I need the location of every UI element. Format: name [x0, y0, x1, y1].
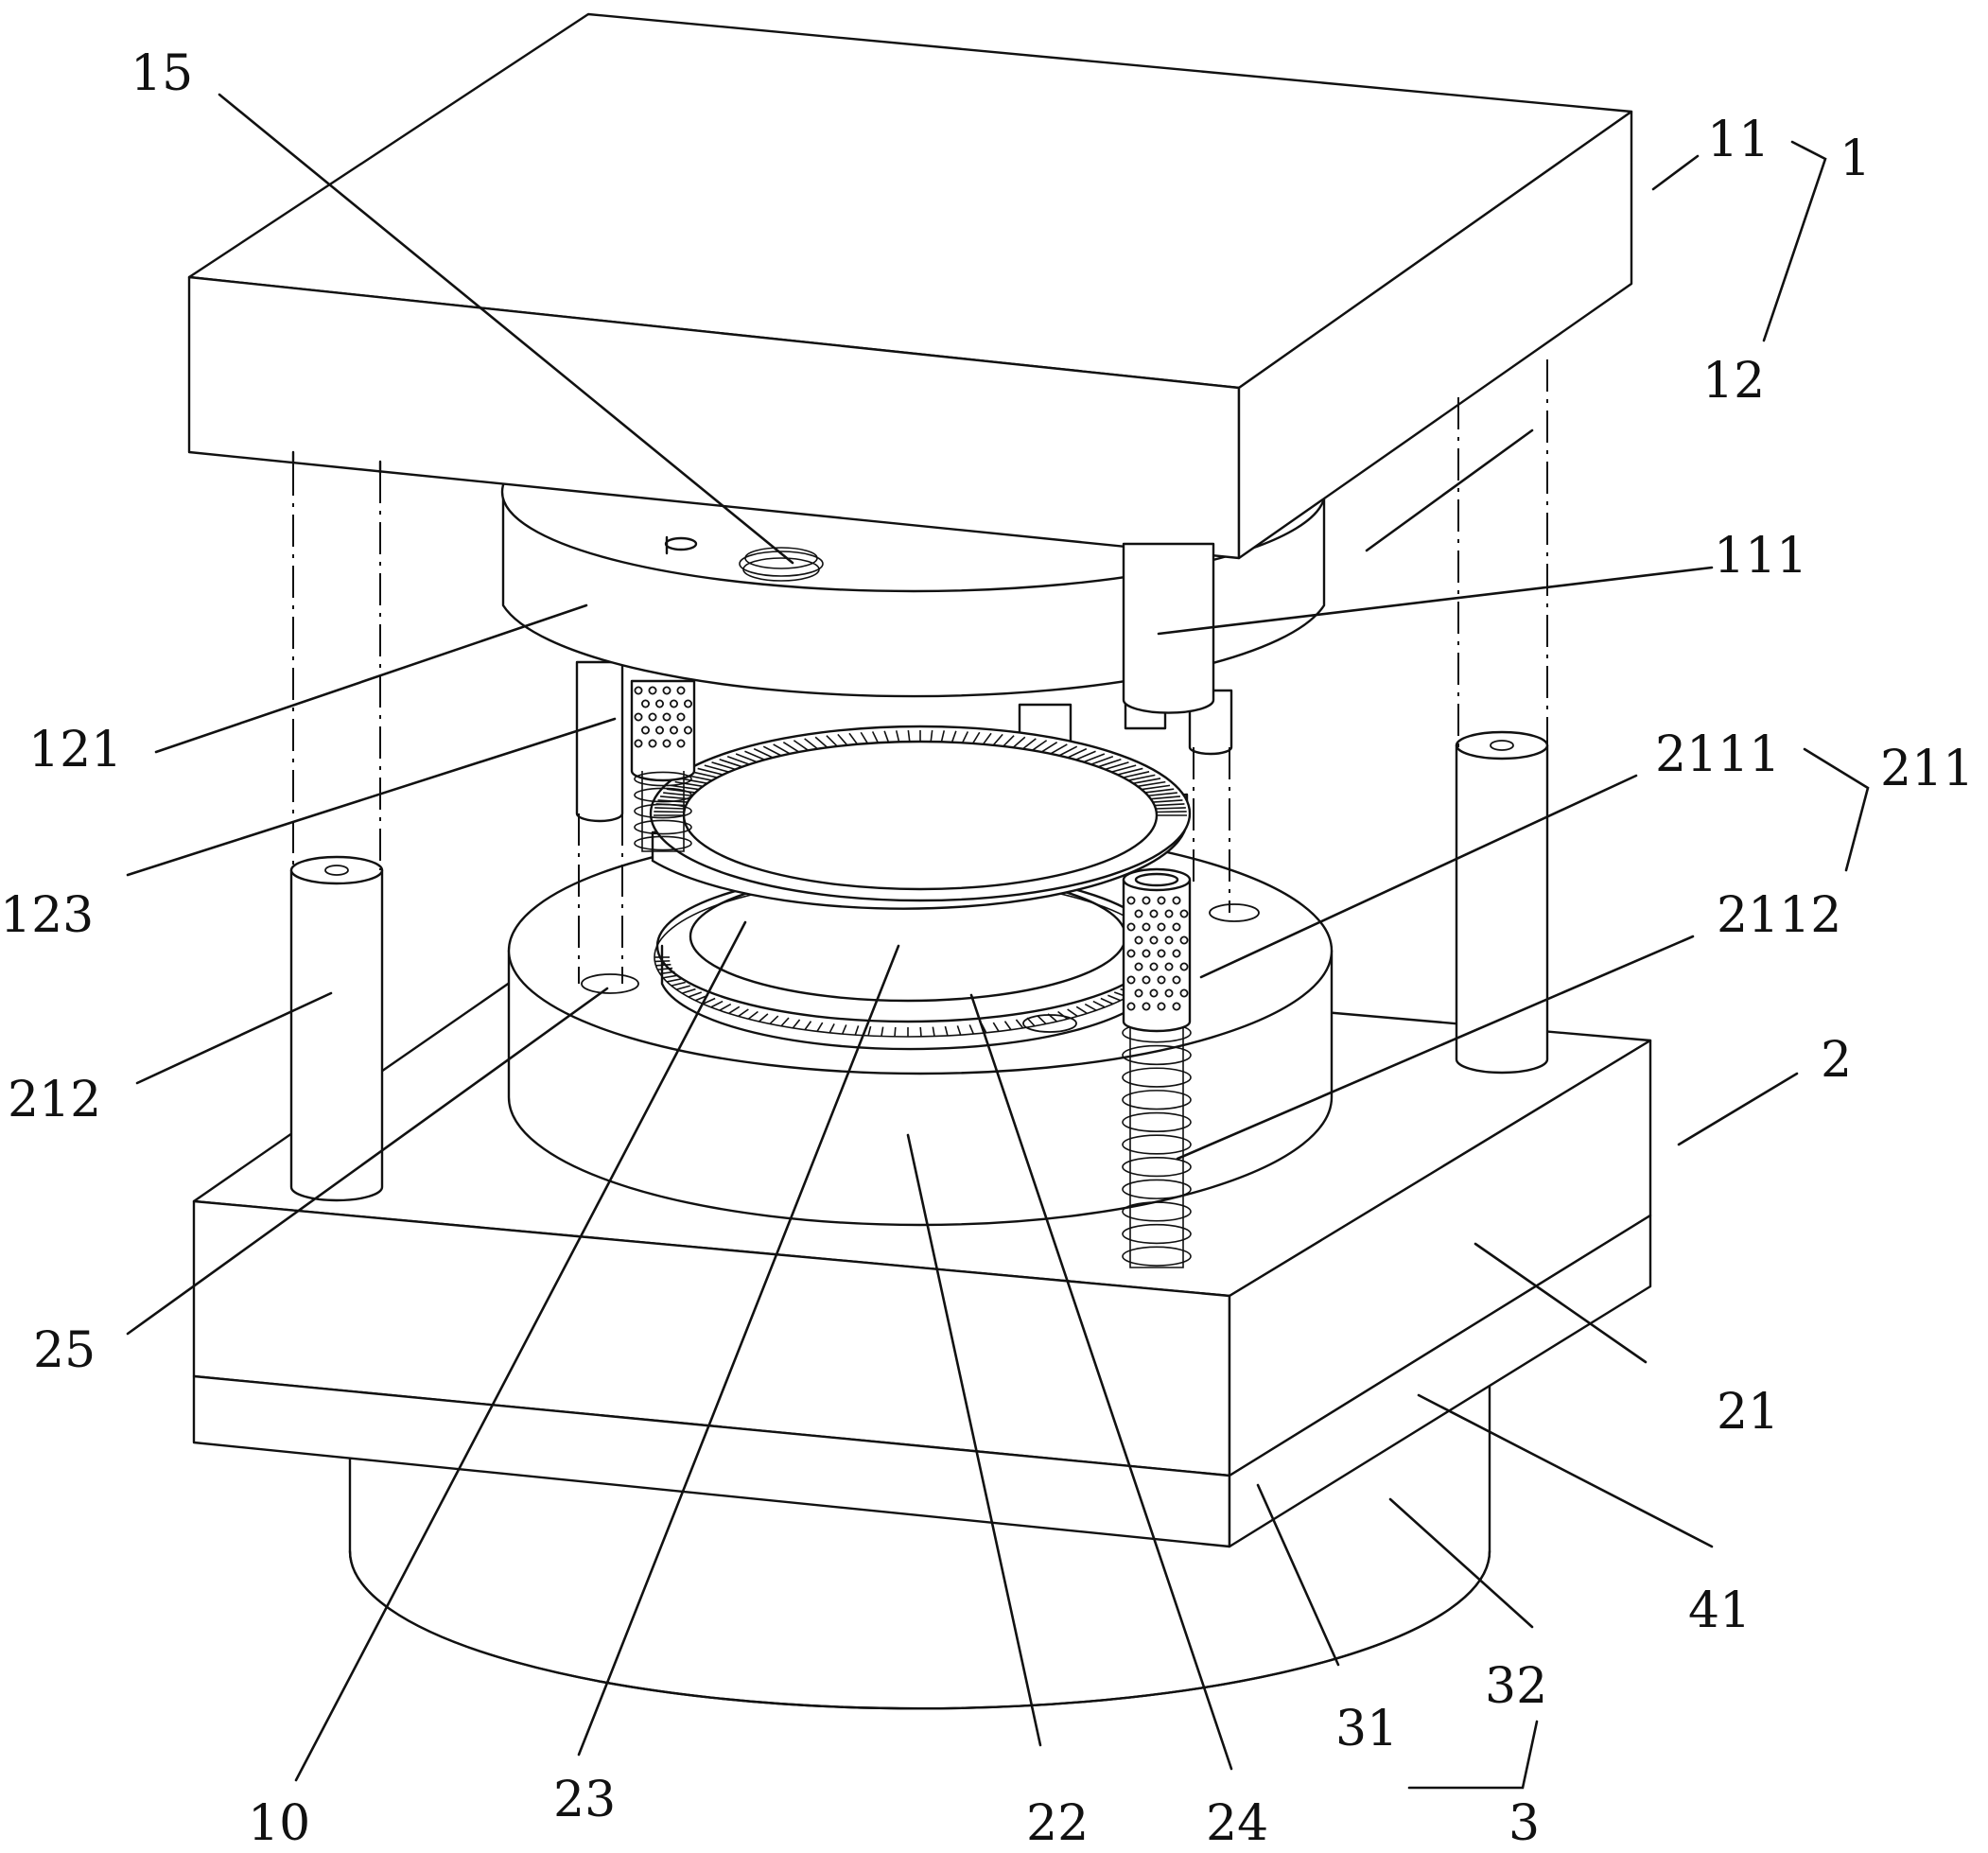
perforation [1127, 923, 1134, 930]
perforation [685, 700, 691, 707]
perforation [635, 713, 641, 720]
perforation [1165, 910, 1172, 917]
perforation [1127, 976, 1134, 983]
perforation [1150, 936, 1157, 943]
perforation [671, 726, 677, 733]
label-111: 111 [1714, 528, 1807, 585]
label-21: 21 [1717, 1384, 1779, 1441]
tooth [654, 961, 670, 962]
label-25: 25 [33, 1322, 96, 1379]
guide-pillar-212 [291, 857, 382, 1200]
label-15: 15 [131, 45, 193, 102]
perforation [1135, 936, 1142, 943]
perforation [1180, 963, 1187, 970]
tooth [1156, 808, 1186, 809]
perforation [635, 740, 641, 746]
perforation [1142, 897, 1149, 903]
perforation [685, 726, 691, 733]
label-2111: 2111 [1655, 726, 1780, 783]
label-31: 31 [1335, 1701, 1398, 1757]
perforation [1127, 1003, 1134, 1009]
perforation [1158, 976, 1164, 983]
perforation [1180, 910, 1187, 917]
perforation [1150, 989, 1157, 996]
label-32: 32 [1485, 1658, 1547, 1715]
perforation [1142, 976, 1149, 983]
perforation [1135, 963, 1142, 970]
perforation [663, 687, 670, 693]
guide-pillar-right [1456, 732, 1547, 1073]
perforation [1135, 910, 1142, 917]
perforation [1180, 989, 1187, 996]
perforation [1180, 936, 1187, 943]
perforation [1127, 897, 1134, 903]
perforation [1135, 989, 1142, 996]
perforation [671, 700, 677, 707]
upper-plate-11 [189, 14, 1631, 558]
perforation [677, 713, 684, 720]
perforation [1158, 950, 1164, 956]
tooth [920, 1027, 921, 1037]
perforation [677, 740, 684, 746]
perforation [649, 713, 655, 720]
floating-ring-10 [651, 726, 1190, 909]
perforation [1127, 950, 1134, 956]
label-123: 123 [0, 887, 94, 944]
perforation [663, 713, 670, 720]
perforation [649, 740, 655, 746]
tooth [1157, 812, 1187, 813]
label-2112: 2112 [1717, 887, 1841, 944]
tooth [895, 1027, 896, 1037]
perforation [1142, 950, 1149, 956]
perforation [1165, 936, 1172, 943]
tooth [654, 808, 685, 809]
perforation [1142, 1003, 1149, 1009]
perforation [1158, 897, 1164, 903]
perforation [1165, 989, 1172, 996]
perforation [1165, 963, 1172, 970]
perforation [649, 687, 655, 693]
tooth [655, 965, 671, 966]
perforation [635, 687, 641, 693]
perforation [642, 726, 649, 733]
label-1: 1 [1840, 131, 1871, 187]
perforation [677, 687, 684, 693]
label-23: 23 [553, 1772, 616, 1828]
label-12: 12 [1702, 353, 1765, 410]
perforation [1173, 950, 1179, 956]
label-211: 211 [1880, 741, 1974, 797]
label-10: 10 [248, 1795, 310, 1852]
perforation [1173, 1003, 1179, 1009]
perforation [656, 726, 663, 733]
perforation [1158, 1003, 1164, 1009]
perforation [1150, 963, 1157, 970]
rod-123 [577, 662, 622, 821]
label-11: 11 [1707, 112, 1770, 168]
label-121: 121 [28, 722, 122, 778]
perforation [1142, 923, 1149, 930]
perforation [642, 700, 649, 707]
label-3: 3 [1508, 1795, 1540, 1852]
perforation [656, 700, 663, 707]
perforation [1173, 897, 1179, 903]
label-41: 41 [1688, 1582, 1751, 1639]
label-212: 212 [8, 1072, 101, 1128]
label-22: 22 [1026, 1795, 1089, 1852]
label-24: 24 [1206, 1795, 1268, 1852]
perforation [1173, 923, 1179, 930]
perforation [1158, 923, 1164, 930]
perforation [663, 740, 670, 746]
tooth [654, 812, 684, 813]
perforation [1173, 976, 1179, 983]
label-2: 2 [1821, 1032, 1852, 1089]
perforation [1150, 910, 1157, 917]
